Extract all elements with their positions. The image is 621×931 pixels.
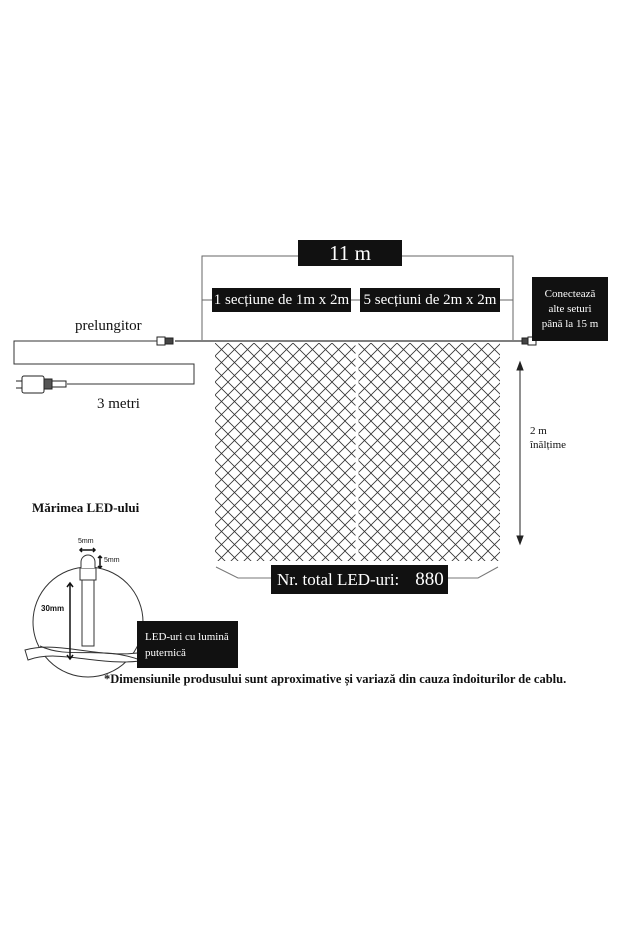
connect-note: Conectează alte seturi până la 15 m: [532, 277, 608, 341]
height-label: 2 m înălțime: [530, 424, 566, 452]
width-arrow-icon: [78, 547, 97, 553]
led-width-label: 5mm: [78, 538, 94, 545]
total-leds-label: Nr. total LED-uri:: [277, 569, 400, 589]
power-plug-icon: [16, 375, 67, 394]
extension-cable: [13, 340, 195, 385]
led-note-line: puternică: [145, 646, 186, 659]
total-length-label: 11 m: [298, 240, 402, 266]
led-size-title: Mărimea LED-ului: [32, 500, 140, 515]
led-note-line: LED-uri cu lumină: [145, 630, 229, 643]
footnote: *Dimensiunile produsului sunt aproximati…: [104, 672, 567, 686]
section-1-label: 1 secțiune de 1m x 2m: [212, 288, 351, 312]
connect-note-line: până la 15 m: [541, 317, 599, 330]
extension-length: 3 metri: [97, 396, 140, 412]
led-height-arrow-icon: [66, 581, 74, 661]
section-2-label: 5 secțiuni de 2m x 2m: [360, 288, 500, 312]
connect-note-line: Conectează: [544, 287, 596, 300]
led-note: LED-uri cu lumină puternică: [137, 621, 238, 668]
led-count-bracket: [215, 566, 499, 579]
connector-icon: [156, 336, 174, 346]
connect-note-line: alte seturi: [548, 302, 592, 315]
led-tip-height-label: 5mm: [104, 557, 120, 564]
height-label-line: înălțime: [530, 439, 567, 451]
height-label-line: 2 m: [530, 425, 547, 437]
total-leds-box: Nr. total LED-uri: 880: [271, 565, 448, 594]
led-illustration: [24, 547, 149, 678]
tip-height-arrow-icon: [97, 554, 103, 570]
led-height-label: 30mm: [41, 604, 65, 613]
total-leds-value: 880: [415, 568, 444, 590]
extension-label: prelungitor: [75, 318, 142, 334]
height-arrow: [516, 360, 524, 546]
